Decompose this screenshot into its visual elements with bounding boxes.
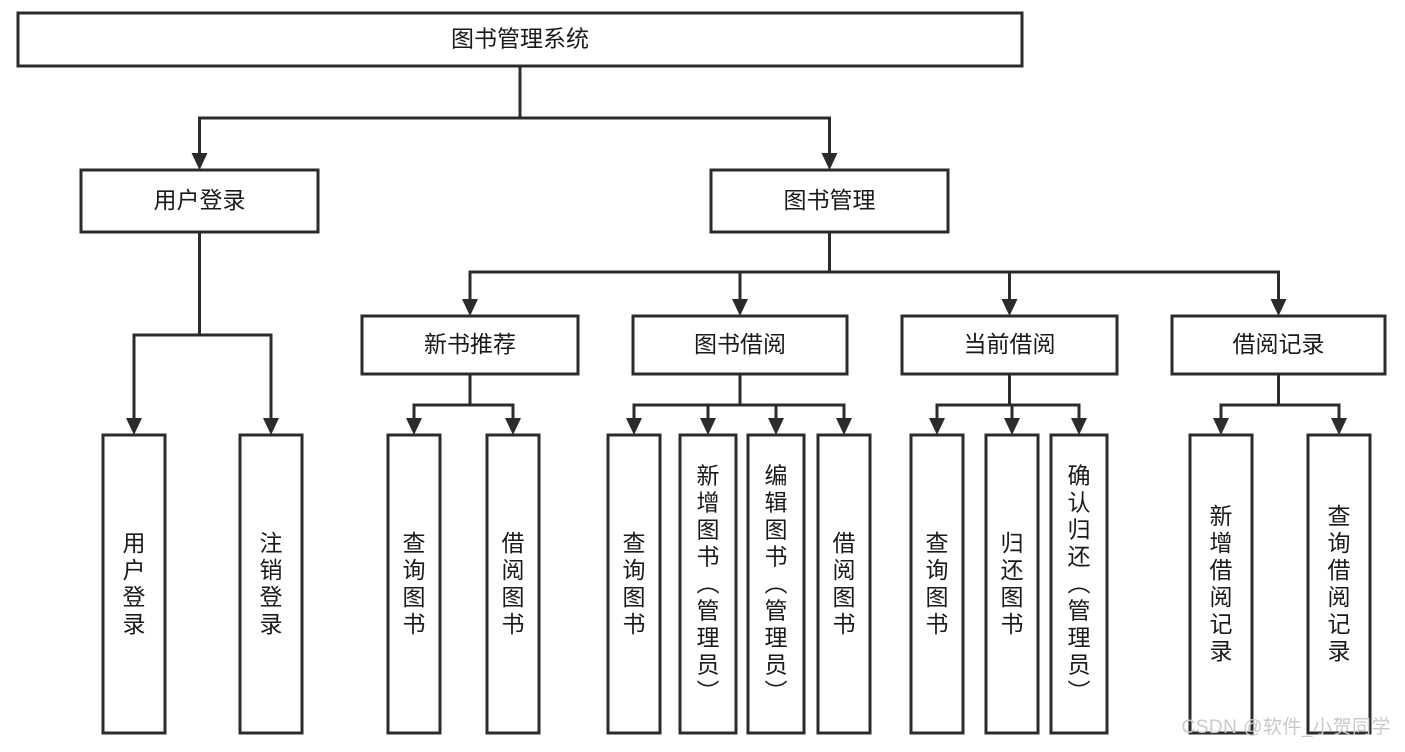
node-leaf-5-box	[678, 433, 738, 735]
arrow-head-icon-leaf-11	[1213, 418, 1229, 435]
node-level2-0[interactable]: 用户登录	[79, 168, 320, 234]
arrow-head-icon-level3-1	[732, 299, 748, 316]
node-leaf-10[interactable]: 确认归还︵管理员︶	[1049, 433, 1109, 735]
node-leaf-3-box	[485, 433, 541, 735]
node-leaf-3-label: 借阅图书	[502, 530, 525, 637]
node-leaf-10-box	[1049, 433, 1109, 735]
node-leaf-9-box	[984, 433, 1040, 735]
node-leaf-2[interactable]: 查询图书	[386, 433, 442, 735]
node-root-system-label: 图书管理系统	[451, 26, 589, 52]
node-level3-1-box	[631, 314, 849, 376]
arrow-head-icon-leaf-4	[626, 418, 642, 435]
node-leaf-12[interactable]: 查询借阅记录	[1306, 433, 1372, 735]
node-leaf-0-label: 用户登录	[123, 530, 146, 637]
node-leaf-1-label: 注销登录	[260, 530, 283, 637]
node-level2-0-label: 用户登录	[154, 187, 246, 213]
arrow-head-icon-leaf-6	[768, 418, 784, 435]
node-leaf-11-box	[1188, 433, 1254, 735]
node-leaf-1-box	[238, 433, 304, 735]
node-leaf-6[interactable]: 编辑图书︵管理员︶	[746, 433, 806, 735]
node-level2-1-label: 图书管理	[784, 187, 876, 213]
node-leaf-0[interactable]: 用户登录	[101, 433, 167, 735]
node-level3-3-box	[1170, 314, 1387, 376]
arrow-head-icon-level3-2	[1001, 299, 1018, 316]
arrow-head-icon-level2-1	[821, 153, 838, 170]
node-level2-0-box	[79, 168, 320, 234]
node-leaf-4-box	[606, 433, 662, 735]
arrow-head-icon-level3-3	[1270, 299, 1287, 316]
node-level3-2[interactable]: 当前借阅	[900, 314, 1119, 376]
arrow-head-icon-leaf-7	[836, 418, 852, 435]
node-level2-1[interactable]: 图书管理	[709, 168, 950, 234]
node-leaf-12-box	[1306, 433, 1372, 735]
node-leaf-6-label: 编辑图书︵管理员︶	[765, 463, 788, 705]
node-root-system-box	[16, 11, 1024, 68]
watermark-text: CSDN @软件_小贺同学	[1181, 717, 1391, 738]
node-root-system[interactable]: 图书管理系统	[16, 11, 1024, 68]
node-level3-2-box	[900, 314, 1119, 376]
node-leaf-6-box	[746, 433, 806, 735]
arrow-head-icon-leaf-5	[700, 418, 716, 435]
node-leaf-4[interactable]: 查询图书	[606, 433, 662, 735]
node-leaf-12-label: 查询借阅记录	[1328, 503, 1351, 664]
arrow-head-icon-leaf-2	[406, 418, 422, 435]
node-level3-0-label: 新书推荐	[424, 331, 516, 357]
arrow-head-icon-leaf-1	[263, 418, 279, 435]
node-leaf-7-box	[816, 433, 872, 735]
node-leaf-2-box	[386, 433, 442, 735]
node-leaf-5-label: 新增图书︵管理员︶	[697, 463, 720, 705]
node-level3-3-label: 借阅记录	[1233, 331, 1325, 357]
arrow-head-icon-leaf-12	[1331, 418, 1347, 435]
node-leaf-4-label: 查询图书	[623, 530, 646, 637]
node-leaf-8-label: 查询图书	[926, 530, 949, 637]
node-level3-2-label: 当前借阅	[964, 331, 1056, 357]
node-leaf-8[interactable]: 查询图书	[909, 433, 965, 735]
node-leaf-9-label: 归还图书	[1001, 530, 1024, 637]
arrow-head-icon-leaf-0	[126, 418, 142, 435]
arrow-head-icon-leaf-9	[1004, 418, 1020, 435]
node-level3-3[interactable]: 借阅记录	[1170, 314, 1387, 376]
node-leaf-8-box	[909, 433, 965, 735]
node-leaf-9[interactable]: 归还图书	[984, 433, 1040, 735]
node-leaf-7-label: 借阅图书	[833, 530, 856, 637]
node-leaf-5[interactable]: 新增图书︵管理员︶	[678, 433, 738, 735]
node-leaf-1[interactable]: 注销登录	[238, 433, 304, 735]
node-level3-0-box	[360, 314, 580, 376]
node-leaf-10-label: 确认归还︵管理员︶	[1068, 463, 1091, 705]
arrow-head-icon-level3-0	[462, 299, 478, 316]
arrow-head-icon-leaf-3	[505, 418, 521, 435]
node-level3-1[interactable]: 图书借阅	[631, 314, 849, 376]
node-level3-1-label: 图书借阅	[694, 331, 786, 357]
arrow-head-icon-leaf-8	[929, 418, 945, 435]
node-leaf-11-label: 新增借阅记录	[1210, 503, 1233, 664]
node-level2-1-box	[709, 168, 950, 234]
arrow-head-icon-level2-0	[191, 153, 208, 170]
node-leaf-2-label: 查询图书	[403, 530, 426, 637]
node-leaf-3[interactable]: 借阅图书	[485, 433, 541, 735]
node-level3-0[interactable]: 新书推荐	[360, 314, 580, 376]
node-leaf-0-box	[101, 433, 167, 735]
node-leaf-7[interactable]: 借阅图书	[816, 433, 872, 735]
node-leaf-11[interactable]: 新增借阅记录	[1188, 433, 1254, 735]
arrow-head-icon-leaf-10	[1071, 418, 1087, 435]
